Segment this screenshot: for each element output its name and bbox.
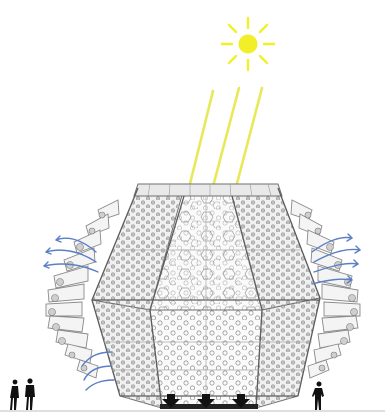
person-icon [312,382,324,411]
sun-icon [222,18,274,70]
person-icon [10,378,35,410]
top-rim [134,184,282,196]
pavilion-structure [46,184,360,409]
